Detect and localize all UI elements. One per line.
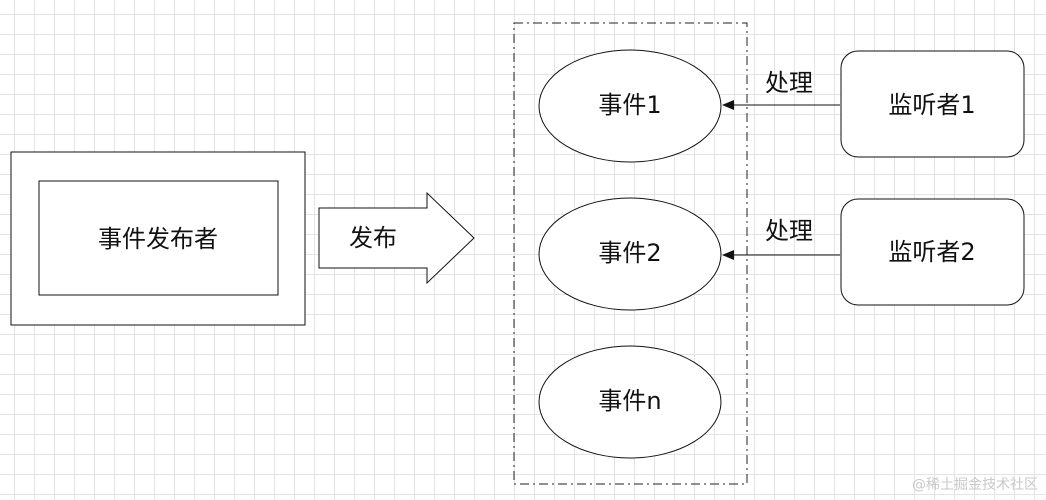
- event-ellipse: [538, 345, 722, 459]
- publish-arrow-shape: [318, 191, 475, 285]
- event-ellipse: [538, 197, 722, 311]
- handle-edge-1: 处理: [722, 69, 840, 110]
- listener-node-1: 监听者1: [840, 50, 1025, 158]
- publish-arrow: 发布: [318, 191, 475, 285]
- event-label: 事件2: [598, 239, 661, 267]
- event-node-1: 事件1: [538, 49, 722, 163]
- publisher-label: 事件发布者: [98, 225, 218, 253]
- publisher-node: 事件发布者: [10, 151, 306, 326]
- event-label: 事件n: [598, 387, 661, 415]
- events-container: [513, 22, 748, 485]
- event-node-2: 事件2: [538, 197, 722, 311]
- handle-label: 处理: [765, 69, 813, 97]
- event-node-n: 事件n: [538, 345, 722, 459]
- event-label: 事件1: [598, 91, 661, 119]
- publisher-inner-frame: [38, 180, 279, 296]
- handle-edge-2: 处理: [722, 217, 840, 260]
- watermark: @稀土掘金技术社区: [912, 477, 1038, 493]
- listener-box: [840, 198, 1025, 306]
- publish-label: 发布: [349, 224, 397, 252]
- event-ellipse: [538, 49, 722, 163]
- listener-label: 监听者1: [888, 91, 975, 119]
- listener-node-2: 监听者2: [840, 198, 1025, 306]
- listener-label: 监听者2: [888, 238, 975, 266]
- handle-label: 处理: [765, 217, 813, 245]
- listener-box: [840, 50, 1025, 158]
